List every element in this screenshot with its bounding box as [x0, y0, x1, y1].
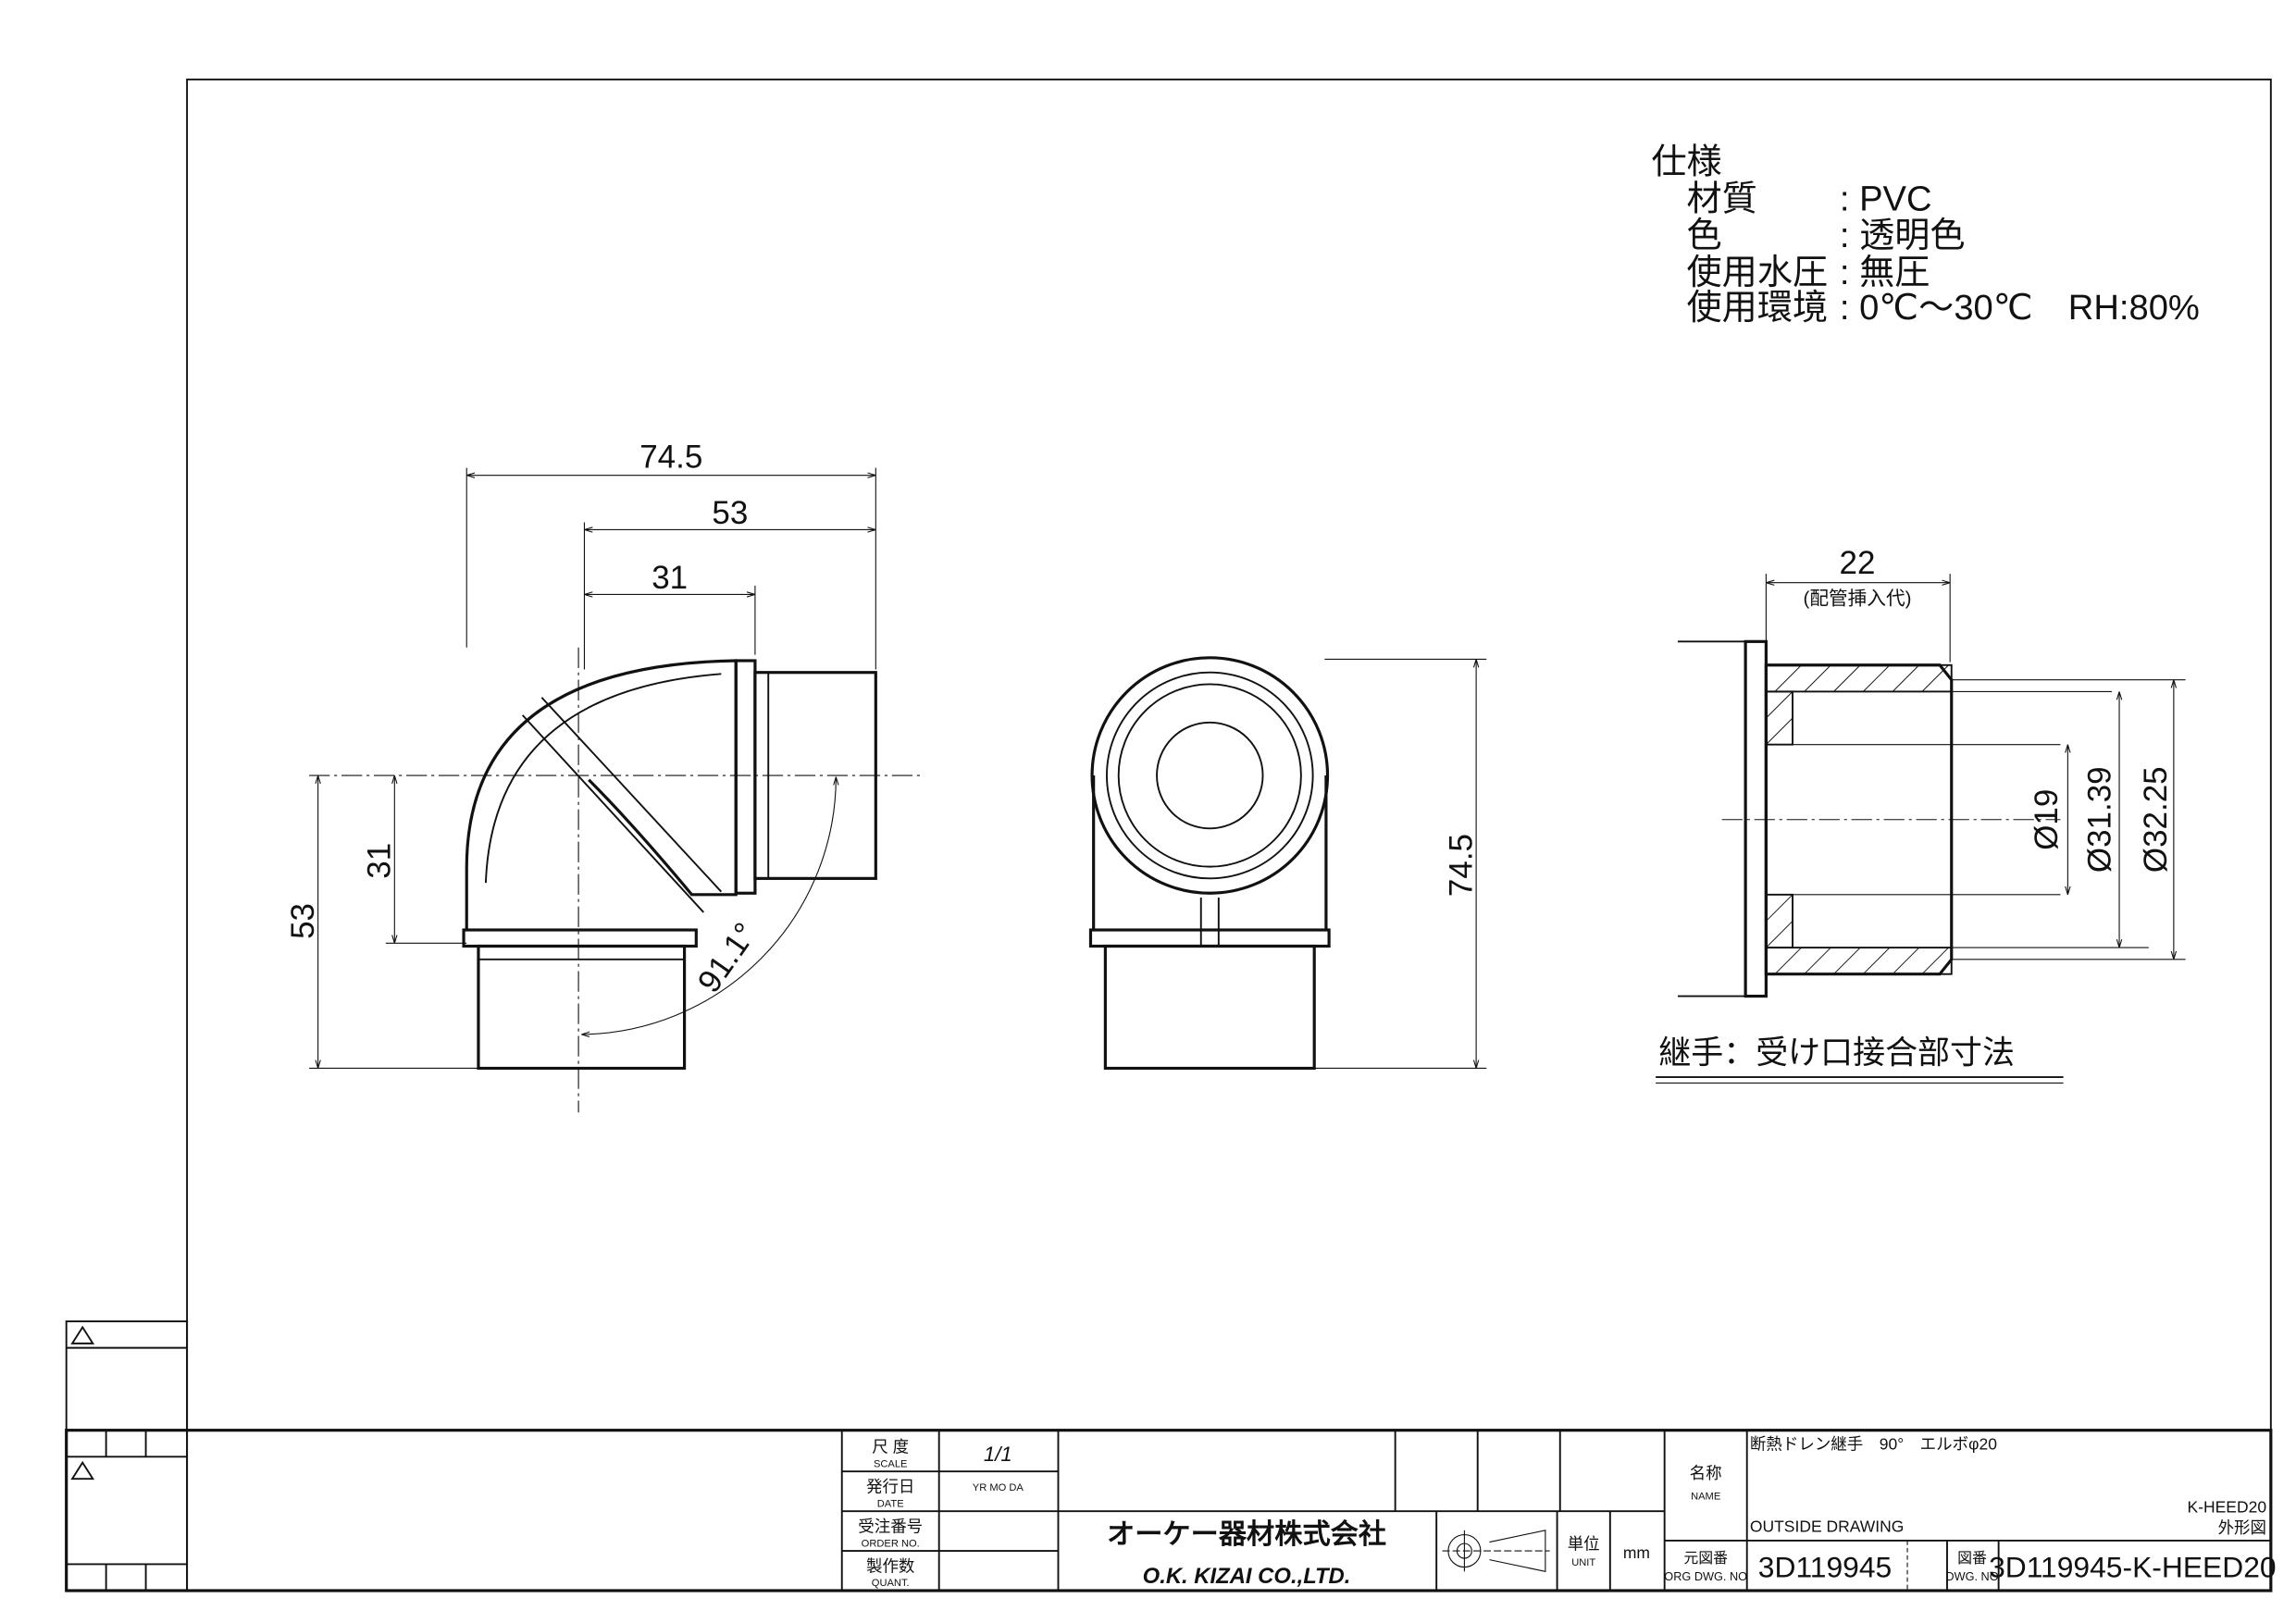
- dim-d3: Ø32.25: [2138, 766, 2174, 873]
- dim-left-53: 53: [285, 903, 321, 939]
- spec-block: 仕様 材質 : PVC 色 : 透明色 使用水圧 : 無圧 使用環境 : 0℃～…: [1651, 142, 2200, 328]
- drawing-type: OUTSIDE DRAWING: [1750, 1517, 1904, 1535]
- spec-label: 使用環境: [1687, 288, 1829, 328]
- name-label-en: NAME: [1691, 1491, 1720, 1502]
- scale-label: 尺 度: [872, 1438, 909, 1456]
- side-view: 74.5 53 31 53 31 91.1°: [285, 440, 925, 1113]
- dim-d1: Ø19: [2029, 789, 2065, 850]
- revision-triangle-icon: [70, 1460, 95, 1481]
- front-view: 74.5: [1088, 656, 1487, 1071]
- org-dwg-number: 3D119945: [1758, 1551, 1892, 1584]
- dwg-label: 図番: [1957, 1550, 1987, 1567]
- quant-label: 製作数: [866, 1556, 914, 1575]
- scale-value: 1/1: [984, 1443, 1012, 1466]
- unit-value: mm: [1623, 1543, 1650, 1562]
- dim-side-total: 74.5: [639, 440, 702, 476]
- org-dwg-label-en: ORG DWG. NO: [1664, 1569, 1747, 1583]
- drawing-kind: 外形図: [2218, 1518, 2266, 1537]
- date-label: 発行日: [866, 1477, 914, 1495]
- dim-socket-depth: 22: [1840, 545, 1876, 581]
- date-value: YR MO DA: [973, 1482, 1024, 1493]
- spec-heading: 仕様: [1651, 142, 1721, 182]
- dim-side-53: 53: [712, 495, 748, 531]
- spec-label: 使用水圧: [1687, 253, 1829, 292]
- revision-triangle-icon: [70, 1325, 95, 1344]
- dwg-number: 3D119945-K-HEED20: [1989, 1551, 2277, 1584]
- dim-side-31: 31: [652, 560, 688, 596]
- spec-label: 色: [1687, 216, 1722, 255]
- dim-front-height: 74.5: [1443, 834, 1479, 897]
- model-number: K-HEED20: [2188, 1498, 2267, 1517]
- socket-section-view: 22 (配管挿入代) Ø19 Ø31.39 Ø32.25 継手：受け口接合部寸法: [1656, 545, 2186, 1084]
- name-label: 名称: [1690, 1464, 1722, 1482]
- org-dwg-label: 元図番: [1683, 1550, 1728, 1567]
- dim-angle: 91.1°: [690, 916, 763, 999]
- order-label: 受注番号: [858, 1517, 923, 1535]
- unit-label: 単位: [1568, 1534, 1600, 1553]
- unit-label-en: UNIT: [1571, 1557, 1595, 1568]
- spec-label: 材質: [1687, 179, 1757, 218]
- dwg-label-en: DWG. NO: [1945, 1569, 1998, 1583]
- dim-d2: Ø31.39: [2081, 766, 2117, 873]
- revision-table: [65, 1320, 189, 1592]
- dim-socket-depth-note: (配管挿入代): [1803, 588, 1911, 610]
- scale-label-en: SCALE: [874, 1458, 907, 1469]
- quant-label-en: QUANT.: [872, 1578, 910, 1589]
- socket-caption: 継手：受け口接合部寸法: [1658, 1035, 2015, 1072]
- spec-value: : 0℃～30℃ RH:80%: [1840, 288, 2200, 328]
- product-name: 断熱ドレン継手 90° エルボφ20: [1750, 1434, 1997, 1453]
- spec-value: : 無圧: [1840, 253, 1930, 292]
- third-angle-projection-icon: [1442, 1530, 1550, 1573]
- order-label-en: ORDER NO.: [862, 1538, 920, 1549]
- spec-value: : PVC: [1840, 179, 1932, 218]
- title-block: 尺 度 SCALE 1/1 発行日 DATE YR MO DA 受注番号 ORD…: [65, 1429, 2277, 1592]
- company-logo-en: O.K. KIZAI CO.,LTD.: [1143, 1564, 1351, 1589]
- spec-value: : 透明色: [1840, 216, 1966, 255]
- date-label-en: DATE: [877, 1498, 904, 1509]
- dim-left-31: 31: [362, 843, 398, 879]
- company-logo-jp: オーケー器材株式会社: [1107, 1518, 1386, 1550]
